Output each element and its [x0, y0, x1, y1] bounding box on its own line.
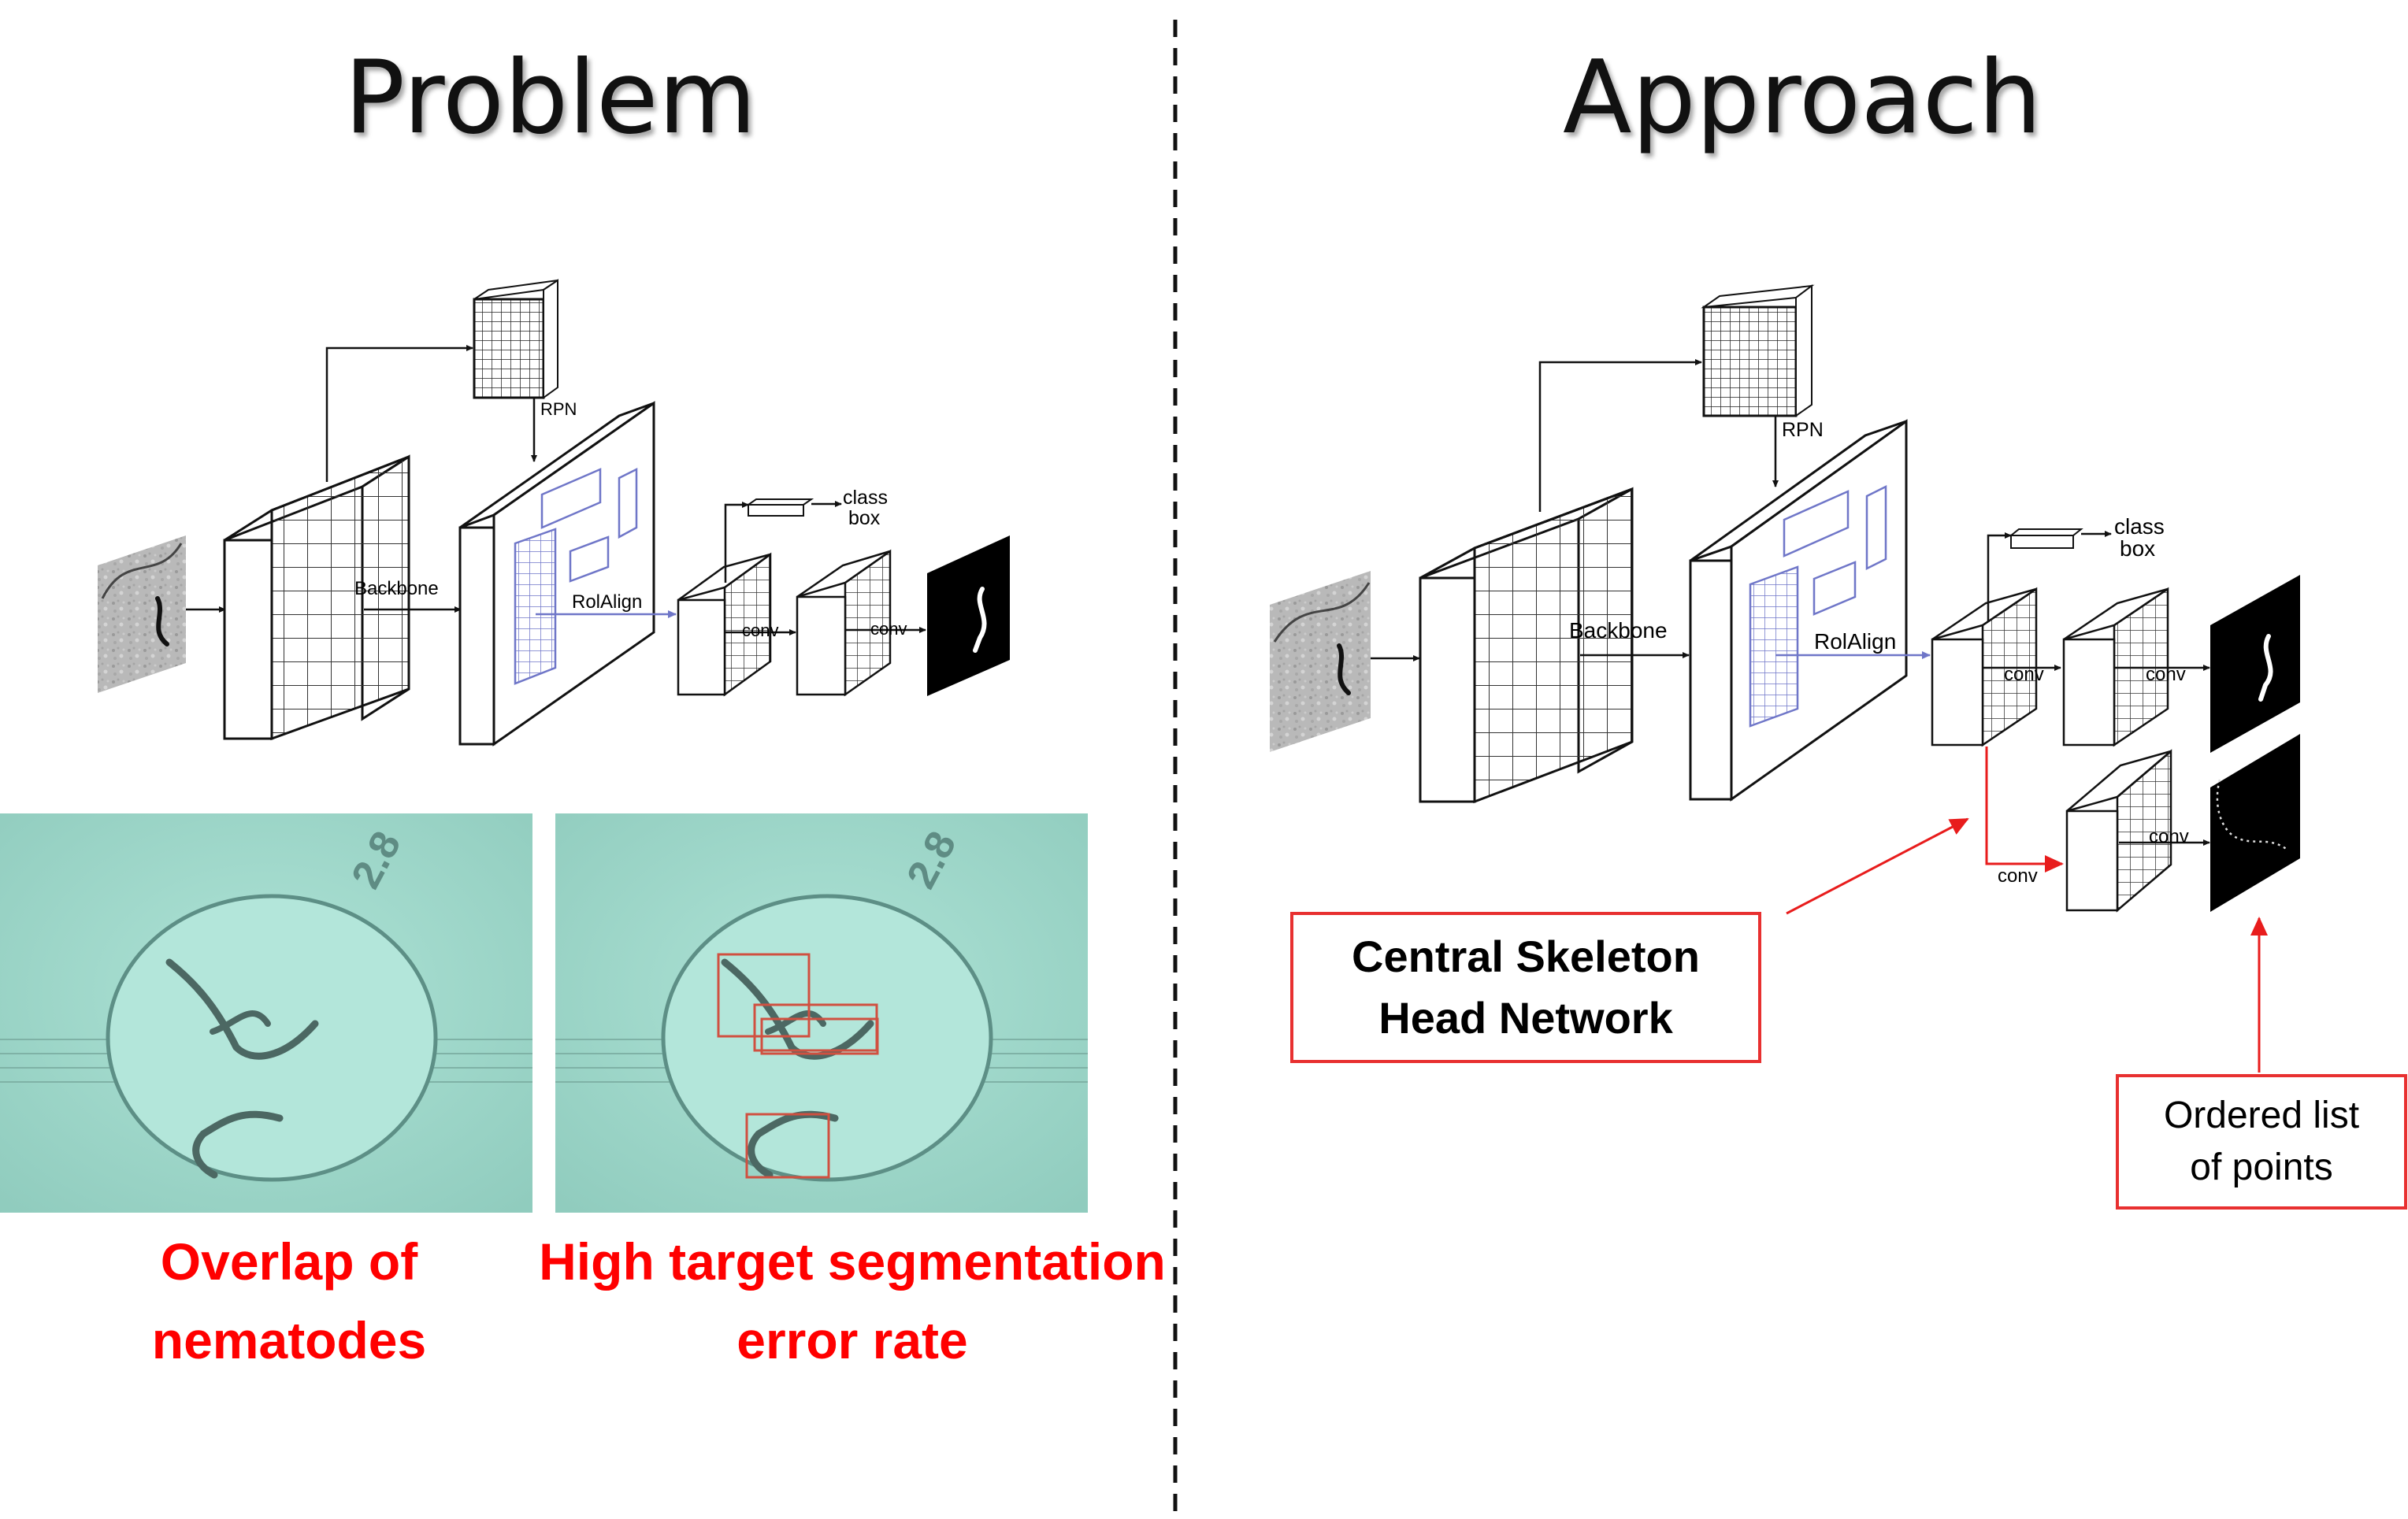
caption-error-line-1: High target segmentation: [539, 1232, 1166, 1291]
backbone-label: Backbone: [354, 578, 439, 599]
class-label: class: [843, 487, 888, 509]
problem-network: RPN Backbone RolAlign: [98, 279, 1010, 747]
rpn-label-right: RPN: [1782, 419, 1824, 441]
backbone-block: [223, 454, 410, 741]
ordered-points-box: Ordered list of points: [2116, 1074, 2407, 1210]
rpn-grid-right: [1701, 284, 1815, 417]
backbone-block-right: [1419, 487, 1634, 804]
caption-error-line-2: error rate: [736, 1311, 968, 1369]
caption-overlap-line-1: Overlap of: [160, 1232, 418, 1291]
conv-label-1: conv: [742, 621, 778, 640]
approach-network: RPN Backbone RolAlign: [1270, 284, 2300, 1073]
skeleton-output: [2210, 734, 2300, 912]
caption-overlap-line-2: nematodes: [151, 1311, 427, 1369]
conv-block-2: [796, 549, 892, 697]
photo-left: 2.8: [0, 813, 532, 1213]
skeleton-head-line-1: Central Skeleton: [1352, 932, 1700, 981]
conv-label-right-3: conv: [1998, 865, 2038, 887]
conv-label-right-4: conv: [2149, 826, 2189, 847]
feature-map-block: [458, 401, 655, 747]
approach-title: Approach: [1563, 39, 2043, 157]
class-box-head-right: [2009, 528, 2112, 549]
roialign-label: RolAlign: [572, 591, 642, 613]
conv-block-1: [677, 552, 772, 697]
feature-map-block-right: [1689, 419, 1908, 802]
skeleton-head-line-2: Head Network: [1378, 993, 1673, 1043]
input-image: [98, 535, 186, 693]
rpn-grid: [473, 279, 558, 399]
conv-block-right-3: [2065, 749, 2172, 913]
conv-label-2: conv: [870, 619, 907, 639]
backbone-label-right: Backbone: [1569, 618, 1668, 643]
class-box-head: [745, 498, 842, 517]
rpn-label: RPN: [540, 399, 577, 419]
skeleton-callout-arrow: [1786, 817, 1969, 915]
caption-overlap: Overlap of nematodes: [132, 1222, 447, 1380]
conv-block-right-1: [1931, 587, 2038, 747]
ordered-points-line-2: of points: [2190, 1147, 2333, 1188]
class-label-right: class: [2114, 514, 2165, 539]
detection-boxes: [717, 953, 879, 1179]
mask-output: [927, 535, 1010, 696]
ordered-points-line-1: Ordered list: [2163, 1095, 2360, 1136]
skeleton-head-box: Central Skeleton Head Network: [1290, 912, 1761, 1063]
mask-output-right: [2210, 575, 2300, 753]
caption-error-rate: High target segmentation error rate: [506, 1222, 1199, 1380]
box-label-right: box: [2120, 536, 2155, 561]
roialign-label-right: RolAlign: [1814, 629, 1896, 654]
conv-label-right-2: conv: [2146, 664, 2186, 685]
box-label: box: [848, 507, 881, 529]
problem-title: Problem: [344, 39, 757, 157]
photo-right: 2.8: [555, 813, 1088, 1213]
input-image-right: [1270, 571, 1371, 752]
conv-label-right-1: conv: [2004, 664, 2044, 685]
